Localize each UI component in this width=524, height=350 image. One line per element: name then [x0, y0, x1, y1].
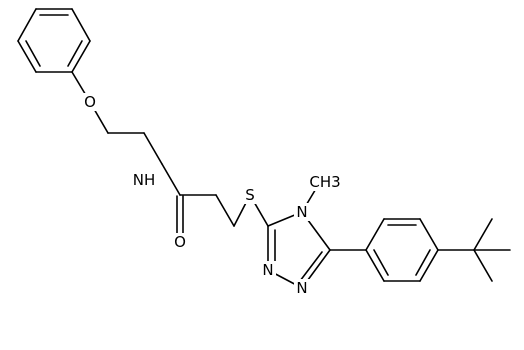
triazole-n1-label: N [296, 279, 307, 297]
ethoxy-chain [71, 71, 163, 165]
oxygen-ether-label: O [84, 93, 96, 111]
amide-nh-label: NH [133, 171, 156, 189]
triazole-n4-label: N [296, 203, 307, 221]
sulfur-label: S [245, 186, 255, 204]
methyl-label: CH3 [309, 173, 340, 191]
tert-butylphenyl-group [329, 218, 511, 282]
carbonyl-oxygen-label: O [174, 233, 186, 251]
triazole-ring [267, 181, 331, 289]
phenyl-ring-left [17, 8, 91, 73]
triazole-n2-label: N [262, 261, 273, 279]
acetamide-group [161, 163, 235, 241]
